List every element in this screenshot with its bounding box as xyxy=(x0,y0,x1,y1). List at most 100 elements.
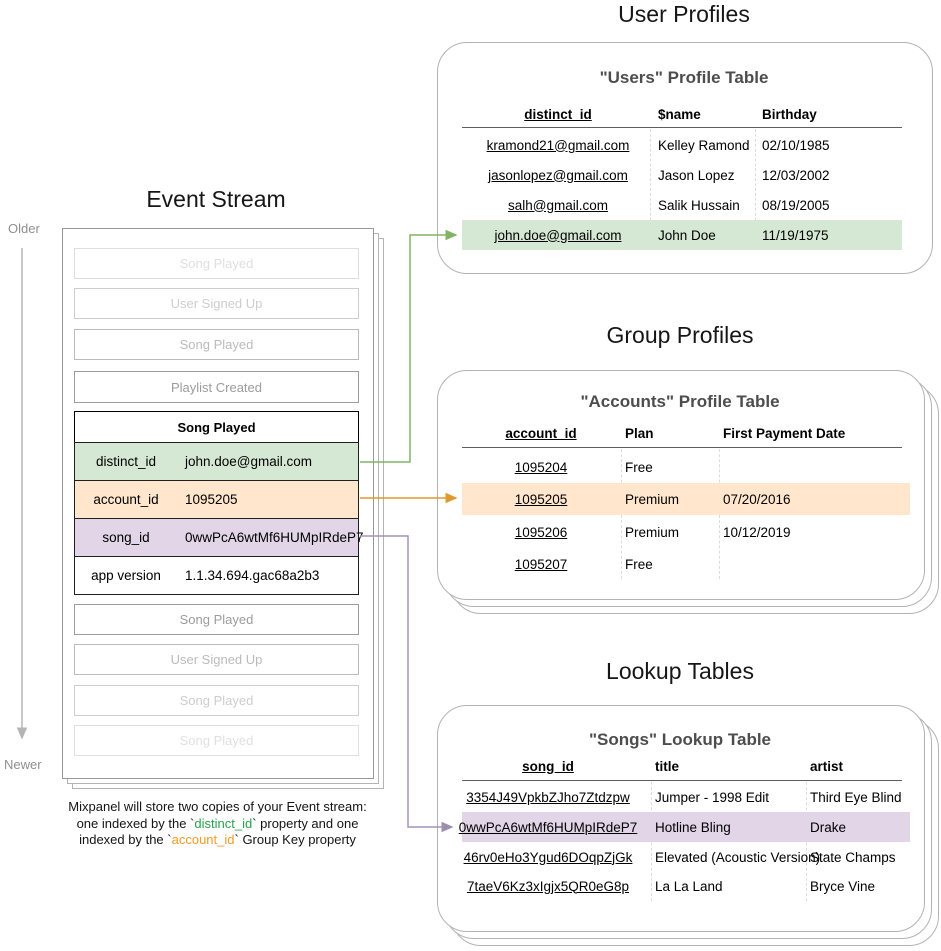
table-row: 1095207 Free xyxy=(462,548,910,580)
accounts-table-header-rule xyxy=(462,447,902,448)
table-row: 1095204 Free xyxy=(462,451,910,483)
event-label: Song Played xyxy=(177,419,256,435)
event-box: Song Played xyxy=(74,685,359,716)
table-cell: Elevated (Acoustic Version) xyxy=(655,849,821,865)
table-cell: John Doe xyxy=(658,227,716,243)
event-property-row: distinct_id john.doe@gmail.com xyxy=(74,442,359,481)
distinct-id-code: distinct_id xyxy=(194,815,253,831)
caption-line: indexed by the `account_id` Group Key pr… xyxy=(10,832,425,849)
table-row: 3354J49VpkbZJho7Ztdzpw Jumper - 1998 Edi… xyxy=(462,782,910,812)
table-cell: 1095205 xyxy=(514,491,568,507)
table-cell: 10/12/2019 xyxy=(723,524,791,540)
users-table-heading: "Users" Profile Table xyxy=(599,68,769,87)
table-row: salh@gmail.com Salik Hussain 08/19/2005 xyxy=(462,190,902,220)
users-table-header-rule xyxy=(462,127,902,128)
property-key: distinct_id xyxy=(95,454,157,469)
table-cell: Free xyxy=(625,556,653,572)
table-cell: Hotline Bling xyxy=(655,819,731,835)
accounts-table-header-row: account_id Plan First Payment Date xyxy=(462,422,910,444)
column-header-first-payment-date: First Payment Date xyxy=(723,425,846,441)
expanded-event-header: Song Played xyxy=(74,411,359,443)
event-label: Song Played xyxy=(179,337,254,352)
column-header-name: $name xyxy=(658,106,701,122)
event-box: User Signed Up xyxy=(74,288,359,319)
users-table-header-row: distinct_id $name Birthday xyxy=(462,103,902,125)
event-box: Song Played xyxy=(74,604,359,635)
account-id-code: account_id xyxy=(171,832,235,847)
caption-text: ` property and one xyxy=(252,815,359,831)
column-header-artist: artist xyxy=(810,758,844,774)
column-header-title: title xyxy=(655,758,680,774)
newer-label: Newer xyxy=(4,757,42,772)
table-cell: 7taeV6Kz3xIgjx5QR0eG8p xyxy=(466,878,630,894)
caption-line: one indexed by the `distinct_id` propert… xyxy=(10,816,425,833)
table-cell: State Champs xyxy=(810,849,896,865)
event-stream-container: Song Played User Signed Up Song Played P… xyxy=(62,228,374,779)
event-label: Song Played xyxy=(179,733,254,748)
table-cell: 46rv0eHo3Ygud6DOqpZjGk xyxy=(463,849,633,865)
songs-table-header-rule xyxy=(462,780,902,781)
table-cell: Jason Lopez xyxy=(658,167,735,183)
event-label: Playlist Created xyxy=(170,379,263,395)
table-row: jasonlopez@gmail.com Jason Lopez 12/03/2… xyxy=(462,160,902,190)
table-row: 7taeV6Kz3xIgjx5QR0eG8p La La Land Bryce … xyxy=(462,871,910,901)
event-property-row: song_id 0wwPcA6wtMf6HUMpIRdeP7 xyxy=(74,518,364,557)
table-row-highlighted: john.doe@gmail.com John Doe 11/19/1975 xyxy=(462,220,902,250)
older-label: Older xyxy=(8,221,40,236)
event-box: Song Played xyxy=(74,248,359,279)
table-cell: 1095207 xyxy=(514,556,568,572)
table-cell: La La Land xyxy=(655,878,723,894)
table-cell: kramond21@gmail.com xyxy=(486,137,630,153)
column-header-distinct-id: distinct_id xyxy=(524,106,592,122)
column-header-account-id: account_id xyxy=(505,425,577,441)
caption-text: one indexed by the ` xyxy=(76,815,195,831)
event-label: User Signed Up xyxy=(170,652,263,667)
column-header-plan: Plan xyxy=(625,425,654,441)
table-cell: Bryce Vine xyxy=(810,878,876,894)
table-cell: 1095206 xyxy=(514,524,568,540)
table-cell: 11/19/1975 xyxy=(762,227,829,243)
property-key: app version xyxy=(91,568,161,583)
group-profiles-title: Group Profiles xyxy=(606,322,754,348)
event-box: Song Played xyxy=(74,329,359,360)
users-column-separator xyxy=(650,129,651,250)
property-key: account_id xyxy=(93,492,159,507)
table-cell: Salik Hussain xyxy=(658,197,740,213)
table-cell: 02/10/1985 xyxy=(762,137,830,153)
table-row-highlighted: 1095205 Premium 07/20/2016 xyxy=(462,483,910,515)
table-cell: 0wwPcA6wtMf6HUMpIRdeP7 xyxy=(458,819,638,835)
table-cell: Jumper - 1998 Edit xyxy=(655,789,770,805)
event-property-row: app version 1.1.34.694.gac68a2b3 xyxy=(74,556,359,595)
table-cell: Drake xyxy=(810,819,847,835)
column-header-song-id: song_id xyxy=(522,758,574,774)
caption-text: ` Group Key property xyxy=(234,832,356,847)
users-column-separator xyxy=(755,129,756,250)
event-box: User Signed Up xyxy=(74,644,359,675)
table-cell: Third Eye Blind xyxy=(810,789,902,805)
table-row: kramond21@gmail.com Kelley Ramond 02/10/… xyxy=(462,130,902,160)
event-box: Playlist Created xyxy=(74,371,359,403)
table-cell: 12/03/2002 xyxy=(762,167,830,183)
column-header-birthday: Birthday xyxy=(762,106,817,122)
caption-line: Mixpanel will store two copies of your E… xyxy=(68,799,367,814)
table-row: 1095206 Premium 10/12/2019 xyxy=(462,516,910,548)
table-cell: 08/19/2005 xyxy=(762,197,830,213)
event-stream-title: Event Stream xyxy=(146,186,286,212)
property-key: song_id xyxy=(102,530,150,545)
table-cell: Kelley Ramond xyxy=(658,137,750,153)
lookup-tables-title: Lookup Tables xyxy=(606,658,754,684)
event-label: User Signed Up xyxy=(170,296,263,311)
property-value: 0wwPcA6wtMf6HUMpIRdeP7 xyxy=(185,530,364,545)
table-cell: jasonlopez@gmail.com xyxy=(488,167,628,183)
table-cell: salh@gmail.com xyxy=(508,197,608,213)
table-cell: Premium xyxy=(625,524,680,540)
table-cell: john.doe@gmail.com xyxy=(494,227,622,243)
table-cell: Premium xyxy=(625,491,680,507)
property-value: 1.1.34.694.gac68a2b3 xyxy=(185,568,320,583)
table-cell: Free xyxy=(625,459,653,475)
event-property-row: account_id 1095205 xyxy=(74,480,359,519)
caption-text: indexed by the ` xyxy=(79,832,172,847)
songs-table-heading: "Songs" Lookup Table xyxy=(588,730,772,749)
event-label: Song Played xyxy=(179,256,254,271)
property-value: 1095205 xyxy=(185,492,238,507)
